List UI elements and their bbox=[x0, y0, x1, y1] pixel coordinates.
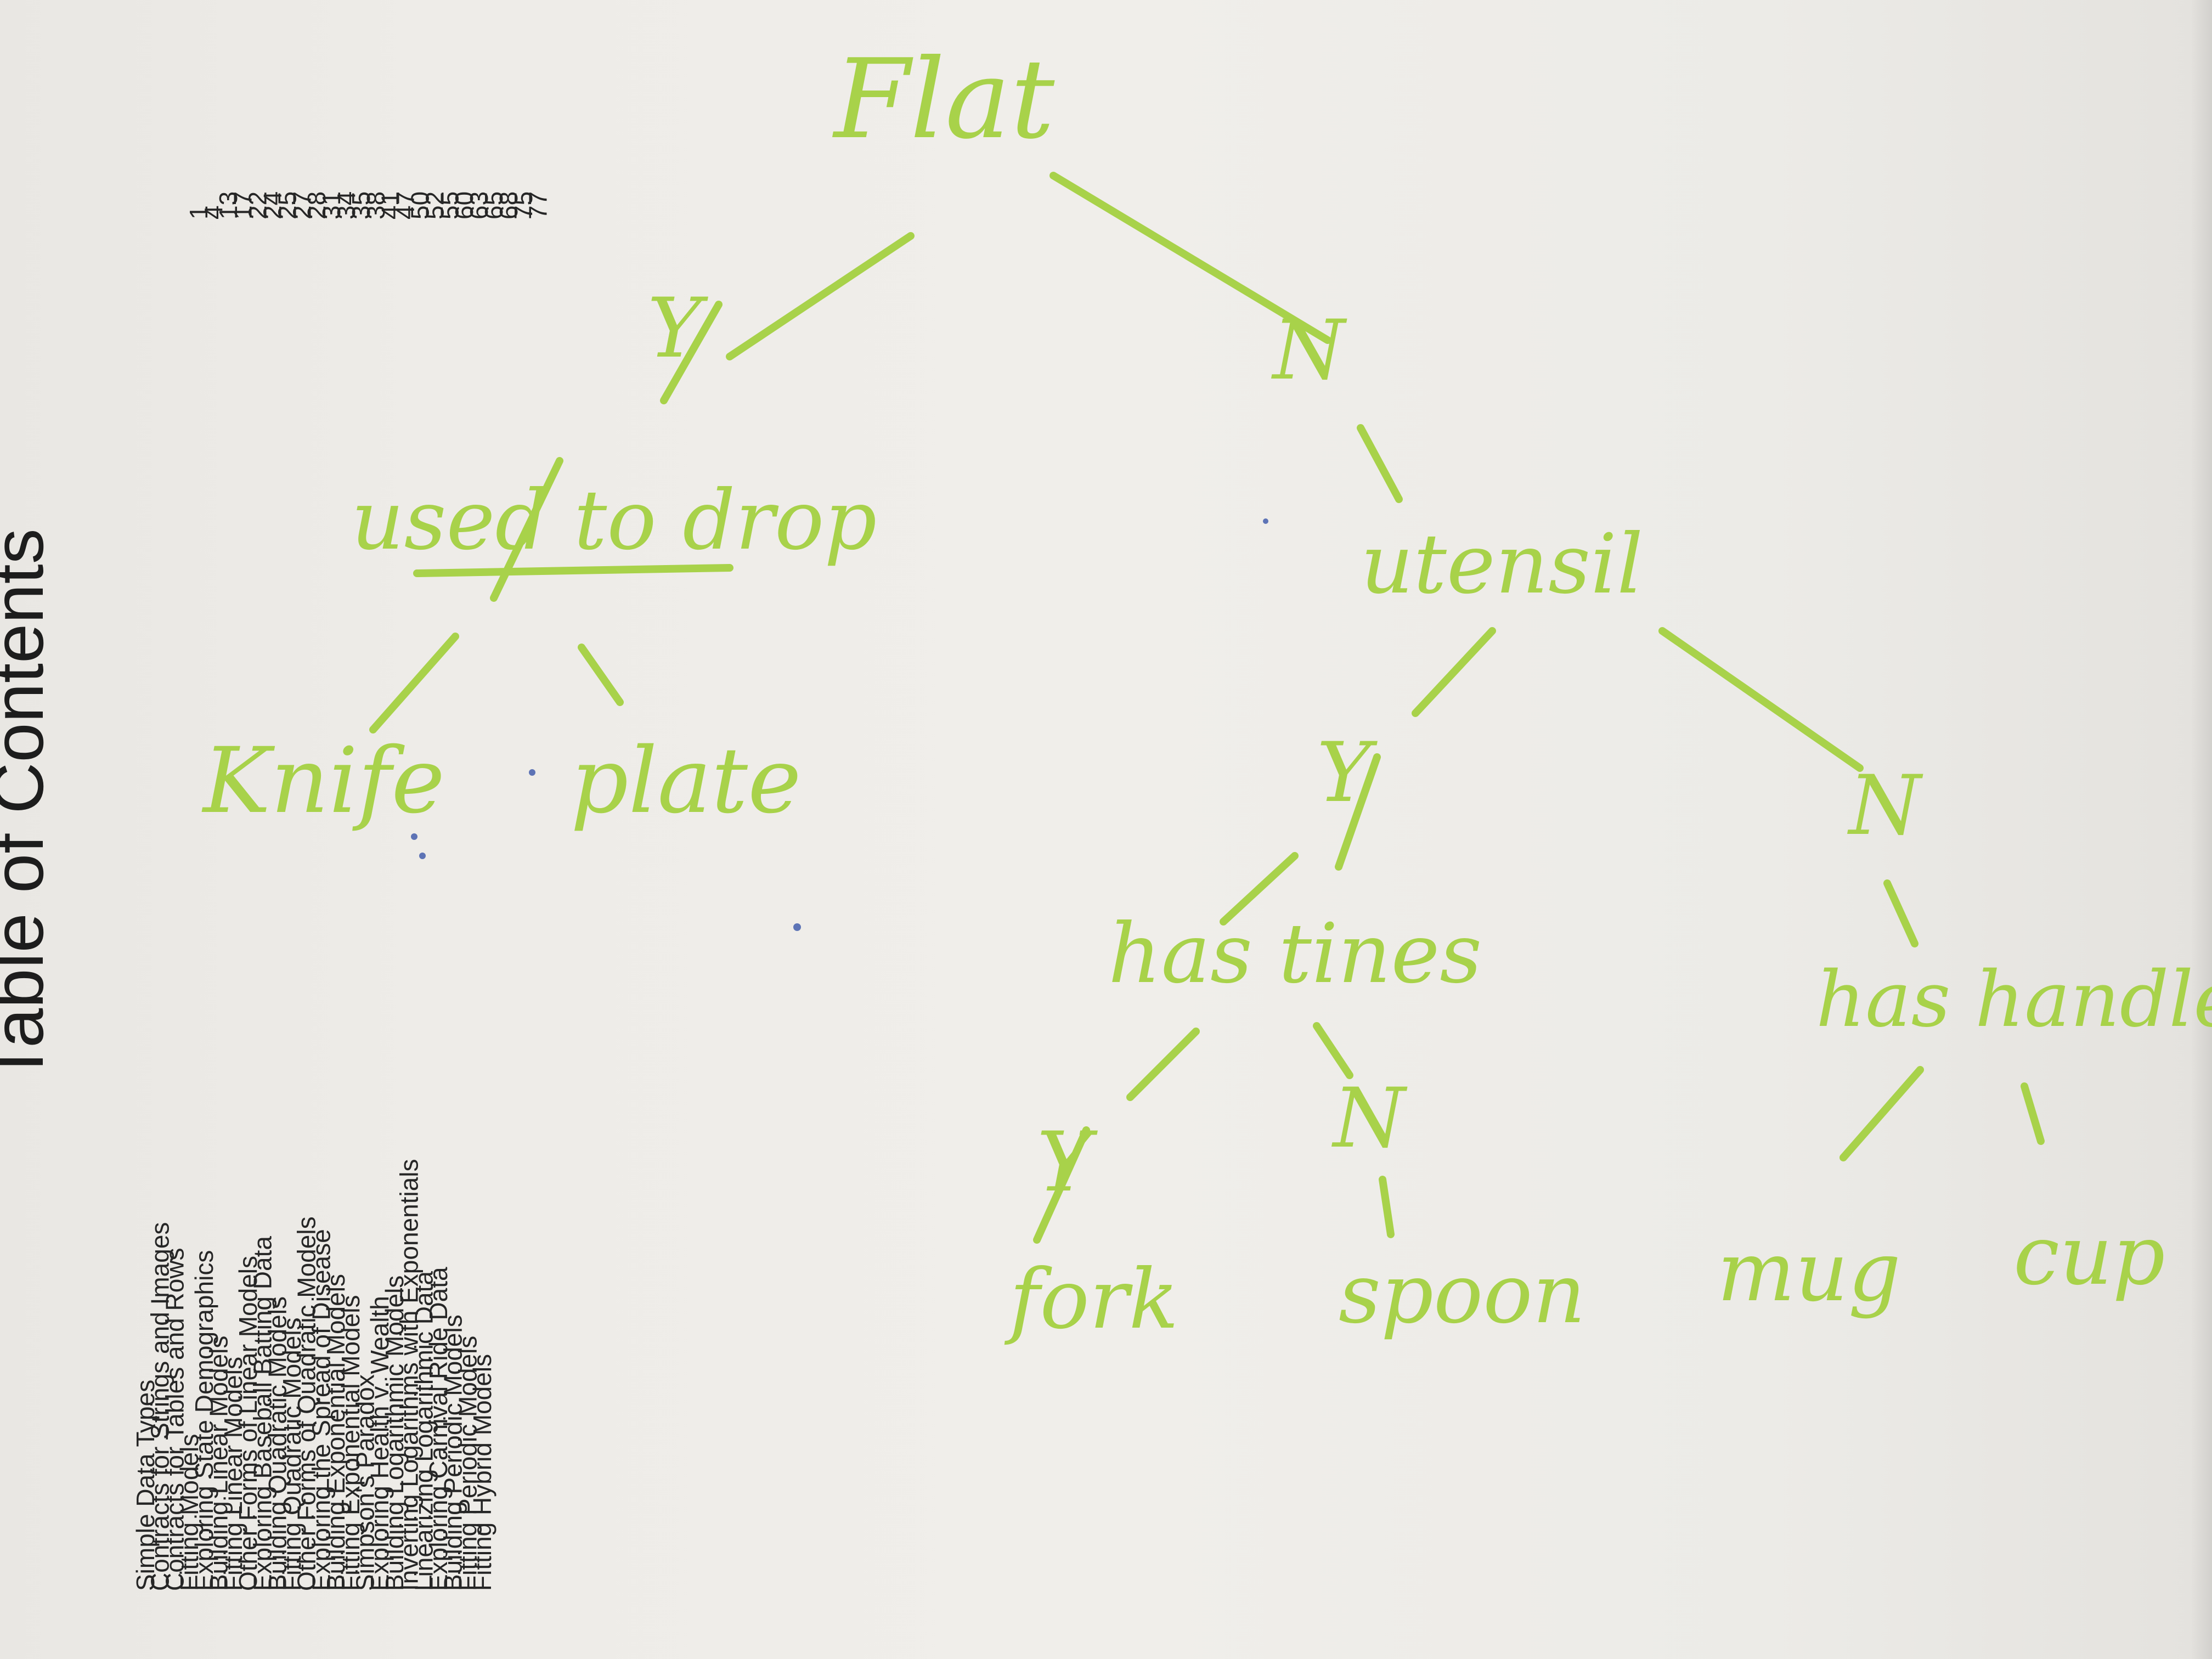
edge-handle-yes bbox=[1839, 1066, 1924, 1161]
edge-utensil-yes bbox=[1412, 627, 1496, 717]
edge-flat-no bbox=[1049, 172, 1331, 344]
edge-flat-yes bbox=[726, 232, 915, 360]
strikethrough-line bbox=[413, 564, 733, 577]
pen-dot bbox=[793, 923, 801, 931]
node-has-handle: has handle bbox=[1816, 955, 2212, 1045]
edge-utensil-no bbox=[1658, 627, 1864, 772]
pen-dot bbox=[411, 833, 417, 840]
leaf-fork: fork bbox=[1004, 1252, 1178, 1347]
edge-drop-plate bbox=[578, 644, 624, 706]
edge-flat-yes-2 bbox=[660, 301, 723, 404]
edge-no-handle bbox=[1883, 879, 1918, 947]
edge-tines-no bbox=[1313, 1022, 1353, 1079]
crossout-diagonal bbox=[490, 457, 563, 602]
branch-label-yes-tines: Y bbox=[1037, 1115, 1098, 1210]
leaf-cup: cup bbox=[2013, 1208, 2165, 1304]
pen-dot bbox=[529, 769, 535, 776]
edge-tines-yes bbox=[1126, 1028, 1200, 1101]
node-has-tines: has tines bbox=[1108, 906, 1482, 1002]
edge-handle-no bbox=[2021, 1082, 2045, 1145]
edge-tines-yes-2 bbox=[1033, 1126, 1090, 1244]
tree-root-flat: Flat bbox=[832, 36, 1055, 163]
edge-no-utensil bbox=[1357, 424, 1403, 503]
leaf-plate: plate bbox=[571, 728, 802, 833]
leaf-spoon: spoon bbox=[1339, 1246, 1585, 1342]
node-used-to-drop: used to drop bbox=[351, 473, 877, 568]
edge-tines-link bbox=[1220, 852, 1299, 926]
leaf-knife: Knife bbox=[201, 728, 445, 833]
branch-label-no-utensil: N bbox=[1847, 758, 1923, 854]
node-utensil: utensil bbox=[1361, 517, 1643, 612]
branch-label-yes-utensil: Y bbox=[1317, 725, 1378, 821]
edge-drop-knife bbox=[369, 633, 459, 733]
pen-dot bbox=[1263, 518, 1268, 524]
edge-utensil-yes-2 bbox=[1335, 753, 1381, 871]
edge-tines-no-2 bbox=[1379, 1176, 1395, 1238]
branch-label-yes-flat: Y bbox=[647, 281, 708, 376]
branch-label-no-tines: N bbox=[1331, 1071, 1408, 1166]
paper-edge-shadow bbox=[2190, 0, 2212, 1659]
branch-label-no-flat: N bbox=[1271, 303, 1347, 398]
leaf-mug: mug bbox=[1717, 1224, 1901, 1320]
pen-dot bbox=[419, 853, 426, 859]
